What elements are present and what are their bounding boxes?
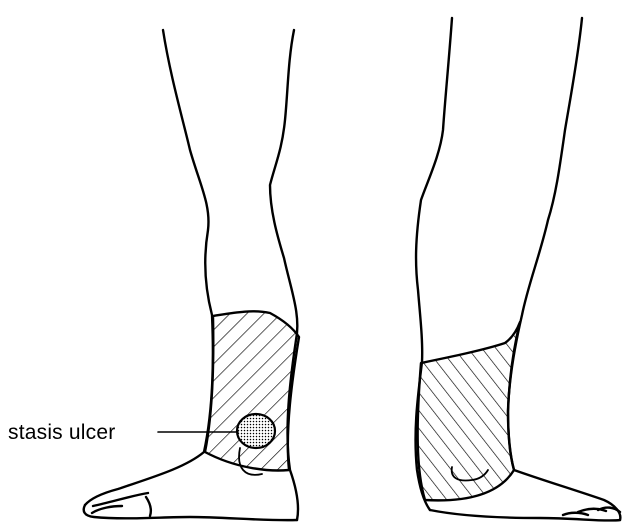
right-stasis-zone xyxy=(418,322,520,500)
stasis-ulcer xyxy=(237,414,275,448)
stasis-ulcer-label: stasis ulcer xyxy=(8,421,115,445)
